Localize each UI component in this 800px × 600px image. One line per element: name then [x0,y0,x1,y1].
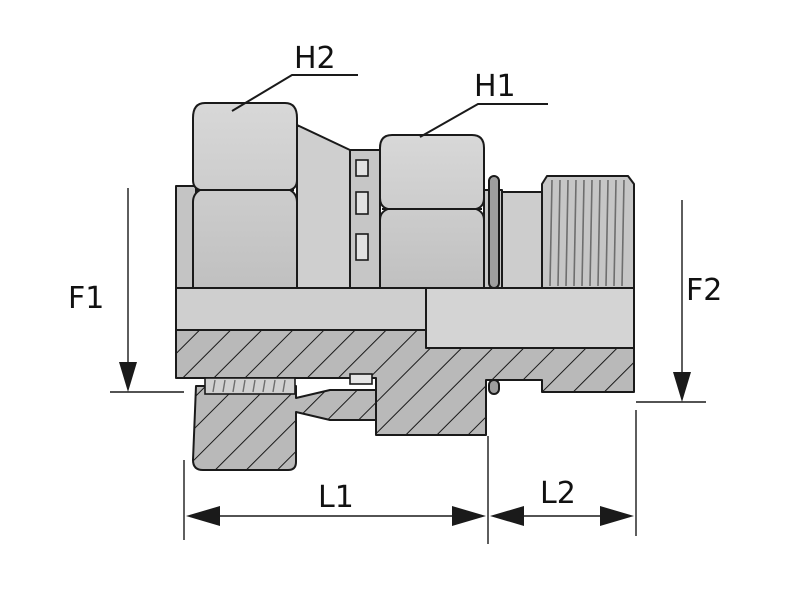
bore-small [425,287,635,349]
ring-key-section [349,373,373,385]
label-h1: H1 [474,69,516,104]
l1-right-arrowhead [452,506,486,526]
bore [175,287,635,349]
external-view [175,102,635,289]
h1-leader [419,103,548,138]
dimension-labels: H2 H1 F1 F2 L1 L2 [68,41,722,515]
thread-lines [549,179,625,287]
l1-left-arrowhead [186,506,220,526]
l2-left-arrowhead [490,506,524,526]
label-l1: L1 [318,480,354,515]
nut-thread-window [204,377,296,395]
f2-arrowhead [673,372,691,402]
ring-slot [355,159,369,177]
cone-body [296,124,351,289]
section-view [175,329,635,471]
swivel-nut-hex [192,102,298,289]
body-section [175,329,635,436]
nut-section [192,385,377,471]
section-thread-lines [212,379,286,393]
ring-slot [355,191,369,215]
l2-right-arrowhead [600,506,634,526]
label-f1: F1 [68,281,104,316]
o-ring-section [488,379,500,395]
o-ring [488,175,500,289]
ring-slot [355,233,369,261]
label-h2: H2 [294,41,336,76]
label-f2: F2 [686,273,722,308]
stud-shank [501,191,543,289]
h2-leader [231,74,358,112]
threaded-stud [541,175,635,289]
label-l2: L2 [540,476,576,511]
bore-large [175,287,427,331]
body-hex [379,134,485,289]
f1-arrowhead [119,362,137,392]
dimension-lines [110,74,706,544]
